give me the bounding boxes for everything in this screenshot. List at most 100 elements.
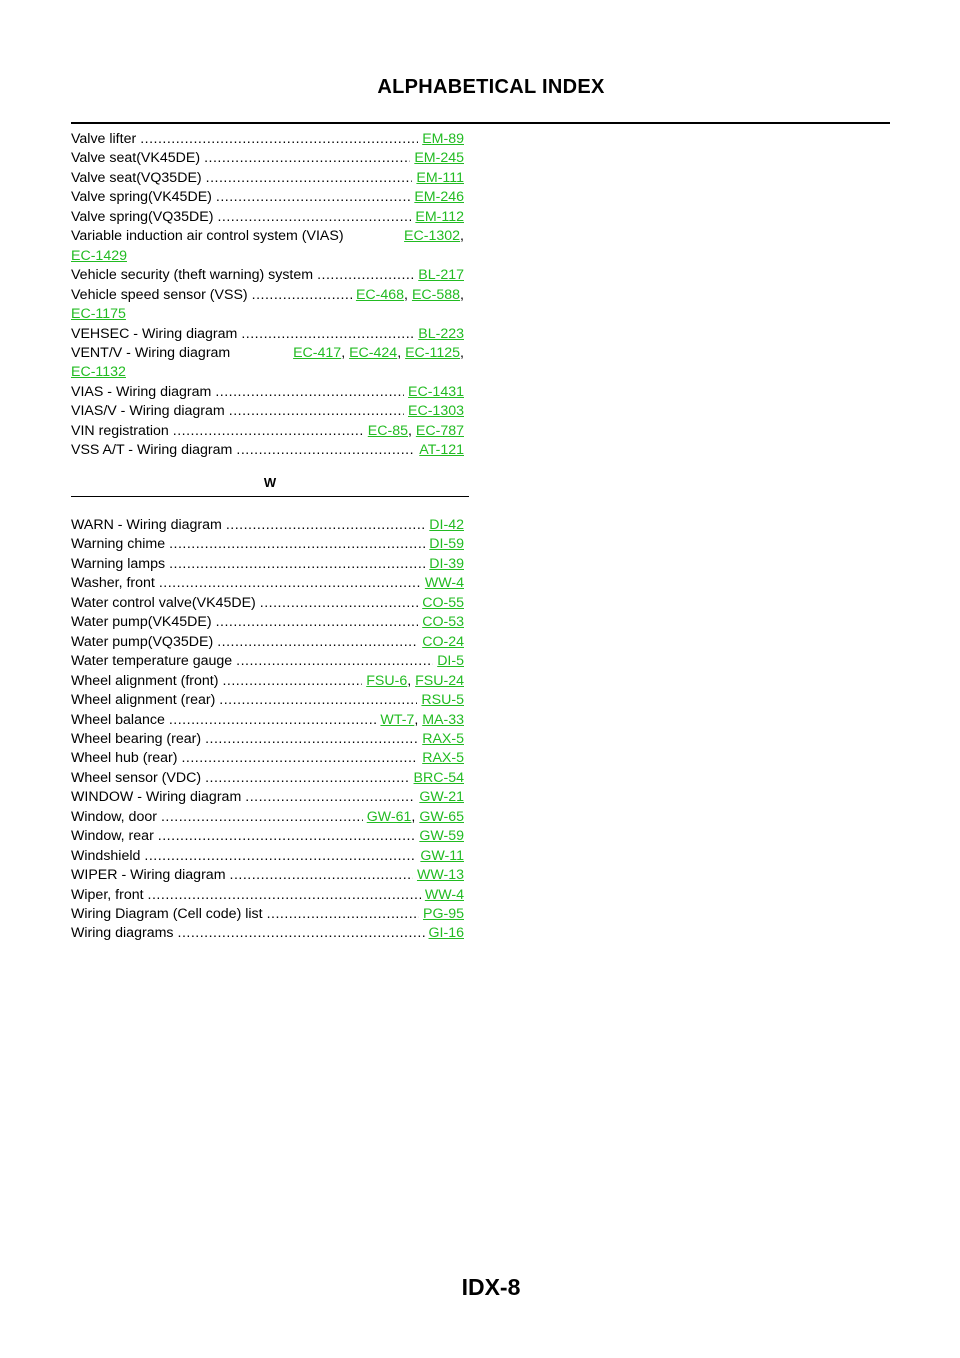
index-entry-continuation: EC-1429 <box>71 247 127 265</box>
index-entry: Valve lifterEM-89 <box>71 130 464 148</box>
index-entry: WindshieldGW-11 <box>71 847 464 865</box>
index-reference-link[interactable]: EC-85 <box>367 422 408 439</box>
index-reference-link[interactable]: WW-4 <box>424 886 464 903</box>
index-reference-link[interactable]: MA-33 <box>422 711 464 728</box>
index-entry: Valve spring(VQ35DE)EM-112 <box>71 208 464 226</box>
index-reference-link[interactable]: CO-53 <box>422 614 464 631</box>
index-entry-name: VENT/V - Wiring diagram <box>71 344 231 361</box>
index-entry-refs: FSU-6, FSU-24 <box>366 672 464 690</box>
index-entry-refs: WW-4 <box>425 886 464 904</box>
index-entry: Valve spring(VK45DE)EM-246 <box>71 188 464 206</box>
dot-leader <box>144 847 416 865</box>
index-entry: Wheel alignment (front)FSU-6, FSU-24 <box>71 672 464 690</box>
index-reference-link[interactable]: FSU-6 <box>366 672 408 689</box>
index-reference-link[interactable]: WW-4 <box>424 575 464 592</box>
index-entry-refs: EC-1302, <box>404 227 464 245</box>
index-reference-link[interactable]: GW-61 <box>366 808 412 825</box>
index-reference-link[interactable]: AT-121 <box>419 442 464 459</box>
index-reference-link[interactable]: EM-245 <box>414 150 464 167</box>
index-reference-link[interactable]: EM-112 <box>415 208 464 225</box>
dot-leader <box>236 441 415 459</box>
index-reference-link[interactable]: DI-39 <box>429 555 464 572</box>
index-reference-link[interactable]: EC-1125 <box>405 344 461 361</box>
index-reference-link[interactable]: DI-42 <box>429 517 464 533</box>
reference-separator: , <box>407 672 416 689</box>
index-entry-refs: EM-111 <box>416 169 464 187</box>
index-reference-link[interactable]: EC-1303 <box>408 403 464 420</box>
index-entry-refs: CO-24 <box>422 633 464 651</box>
dot-leader <box>236 652 433 670</box>
index-reference-link[interactable]: EC-417 <box>293 344 342 361</box>
dot-leader <box>230 866 413 884</box>
index-reference-link[interactable]: EC-588 <box>411 286 461 303</box>
index-entry: Valve seat(VK45DE)EM-245 <box>71 149 464 167</box>
index-entry: Water pump(VQ35DE)CO-24 <box>71 633 464 651</box>
index-entry-refs: RAX-5 <box>422 749 464 767</box>
index-reference-link[interactable]: WT-7 <box>380 711 415 728</box>
index-entry-refs: WW-4 <box>425 574 464 592</box>
dot-leader <box>148 886 421 904</box>
index-entry-continuation: EC-1132 <box>71 363 126 381</box>
dot-leader <box>245 788 415 806</box>
index-entry-refs: CO-55 <box>422 594 464 612</box>
index-reference-link[interactable]: EC-787 <box>415 422 464 439</box>
index-entry: Washer, frontWW-4 <box>71 574 464 592</box>
index-entry: Wiring Diagram (Cell code) listPG-95 <box>71 905 464 923</box>
index-reference-link[interactable]: EM-111 <box>416 169 464 186</box>
index-entry-refs: EC-1431 <box>408 383 464 401</box>
index-reference-link[interactable]: WW-13 <box>416 867 464 884</box>
index-entry: Wheel hub (rear)RAX-5 <box>71 749 464 767</box>
index-entry: WIPER - Wiring diagram WW-13 <box>71 866 464 884</box>
index-reference-link[interactable]: PG-95 <box>422 906 464 922</box>
index-reference-link[interactable]: EM-246 <box>414 189 464 206</box>
index-reference-link[interactable]: DI-5 <box>437 653 464 670</box>
index-entry-refs: CO-53 <box>422 613 464 631</box>
index-reference-link[interactable]: EC-1431 <box>408 383 464 400</box>
index-reference-link[interactable]: BL-223 <box>418 325 464 342</box>
index-entry: Wiper, frontWW-4 <box>71 886 464 904</box>
dot-leader <box>169 711 377 729</box>
index-reference-link[interactable]: EC-1302 <box>404 228 461 245</box>
index-reference-link[interactable]: GW-11 <box>420 847 464 864</box>
index-entry-refs: RSU-5 <box>421 691 464 709</box>
index-entry-refs: WT-7, MA-33 <box>380 711 464 729</box>
index-reference-link[interactable]: GW-65 <box>419 808 464 825</box>
dot-leader <box>219 691 417 709</box>
index-reference-link[interactable]: EM-89 <box>422 131 464 147</box>
index-reference-link[interactable]: EC-1132 <box>71 364 126 381</box>
index-entry: Warning chime DI-59 <box>71 535 464 553</box>
index-entry-name: Warning chime <box>71 536 166 553</box>
index-reference-link[interactable]: RAX-5 <box>422 730 464 747</box>
index-reference-link[interactable]: EC-1175 <box>71 306 126 323</box>
index-reference-link[interactable]: EC-468 <box>355 286 405 303</box>
section-heading-w: W <box>263 475 277 490</box>
index-entry-name: WIPER - Wiring diagram <box>71 867 226 884</box>
index-entry-refs: EC-85, EC-787 <box>368 422 464 440</box>
index-entry-name: Wheel balance <box>71 711 165 728</box>
index-reference-link[interactable]: EC-1429 <box>71 247 127 264</box>
index-reference-link[interactable]: EC-424 <box>349 344 398 361</box>
index-reference-link[interactable]: GW-21 <box>419 789 464 806</box>
index-reference-link[interactable]: RAX-5 <box>422 750 464 767</box>
index-reference-link[interactable]: RSU-5 <box>421 692 464 709</box>
index-entry-refs: BL-223 <box>418 325 464 343</box>
index-reference-link[interactable]: GI-16 <box>428 925 464 942</box>
index-entry-name: WINDOW - Wiring diagram <box>71 789 242 806</box>
index-reference-link[interactable]: BRC-54 <box>413 769 464 786</box>
dot-leader <box>173 422 364 440</box>
index-reference-link[interactable]: CO-24 <box>422 633 464 650</box>
index-entry-name: Window, rear <box>71 828 154 845</box>
index-entry-refs: AT-121 <box>419 441 464 459</box>
index-reference-link[interactable]: BL-217 <box>418 267 464 284</box>
dot-leader <box>169 535 425 553</box>
index-reference-link[interactable]: GW-59 <box>419 828 464 845</box>
dot-leader <box>226 516 425 534</box>
index-entry: Wheel alignment (rear)RSU-5 <box>71 691 464 709</box>
index-reference-link[interactable]: CO-55 <box>422 594 464 611</box>
index-reference-link[interactable]: FSU-24 <box>415 672 464 689</box>
index-entry: Water temperature gaugeDI-5 <box>71 652 464 670</box>
index-entry-continuation: EC-1175 <box>71 305 126 323</box>
index-reference-link[interactable]: DI-59 <box>429 536 464 553</box>
index-entry: VIN registrationEC-85, EC-787 <box>71 422 464 440</box>
